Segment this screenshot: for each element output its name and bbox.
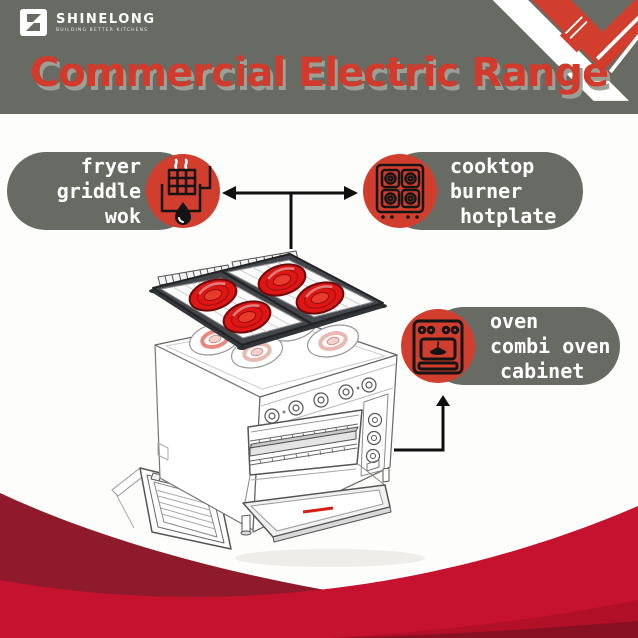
door-red-element	[302, 506, 334, 514]
pill-line: cabinet	[500, 358, 585, 383]
floor-shadow	[235, 549, 425, 567]
pill-line: oven	[490, 308, 539, 333]
electric-range-illustration	[111, 250, 425, 567]
burner	[295, 281, 345, 315]
pill-line: cooktop	[450, 153, 535, 178]
burner	[222, 300, 272, 334]
header: SHINELONG BUILDING BETTER KITCHENS Comme…	[0, 0, 638, 114]
brand-tagline: BUILDING BETTER KITCHENS	[56, 27, 149, 33]
fryer-icon	[146, 154, 220, 228]
pill-line: griddle	[56, 178, 141, 203]
label-cooktop-burner-hotplate: cooktop burner hotplate	[363, 152, 583, 230]
label-fryer-griddle-wok: fryer griddle wok	[7, 152, 220, 230]
page-title: Commercial Electric Range	[29, 50, 609, 96]
cooktop-panel	[149, 253, 387, 350]
brand-logo: SHINELONG BUILDING BETTER KITCHENS	[20, 9, 156, 36]
brand-name: SHINELONG	[56, 11, 156, 27]
pill-line: combi oven	[490, 333, 611, 358]
pill-line: burner	[450, 178, 523, 203]
oven-icon	[401, 309, 475, 383]
oven-cavity	[247, 409, 363, 481]
control-knobs	[264, 377, 377, 424]
side-control-panel	[360, 393, 389, 477]
pill-line: wok	[104, 203, 141, 228]
corner-ribbon-decoration	[492, 0, 638, 101]
burner	[257, 263, 307, 297]
label-oven-combi-cabinet: oven combi oven cabinet	[401, 307, 620, 385]
legs	[240, 467, 390, 536]
pill-line: hotplate	[460, 203, 557, 228]
burner	[188, 278, 238, 312]
shinelong-logo-icon	[20, 9, 47, 36]
pill-line: fryer	[80, 153, 141, 178]
cooktop-icon	[363, 154, 437, 228]
bottom-wave-decoration	[0, 493, 638, 638]
open-oven-door	[242, 463, 392, 543]
range-body	[154, 308, 398, 543]
